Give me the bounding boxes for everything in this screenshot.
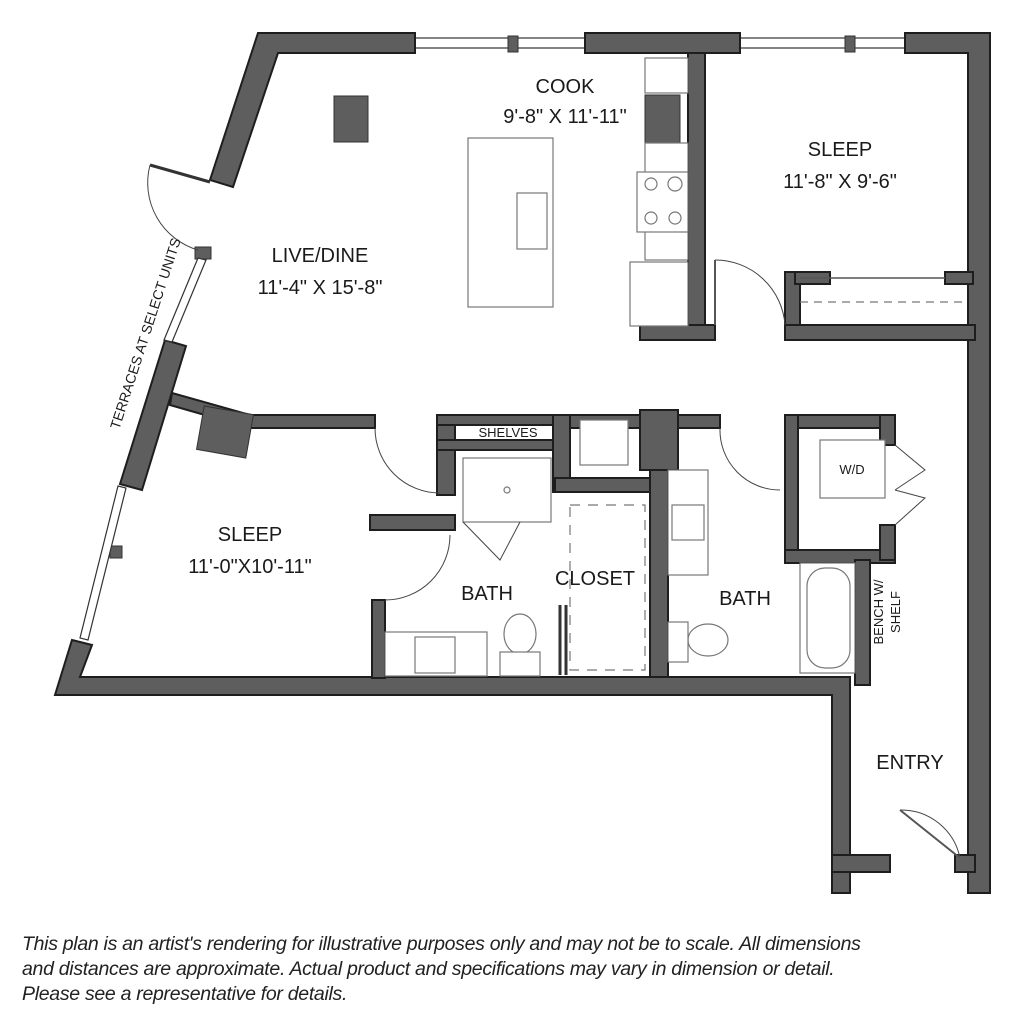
shower	[462, 457, 552, 523]
interior-walls	[168, 52, 976, 686]
washer-dryer	[819, 439, 886, 499]
bath-fixtures	[195, 405, 886, 677]
side-windows	[79, 257, 207, 641]
wd-label: W/D	[839, 462, 864, 477]
live-dine-dims: 11'-4" X 15'-8"	[258, 277, 383, 299]
island-sink	[516, 192, 548, 250]
cook-label: COOK	[536, 76, 596, 98]
bench-label-1: BENCH W/	[871, 579, 886, 644]
refrigerator	[629, 261, 689, 327]
kitchen-fixtures	[333, 57, 689, 327]
disclaimer-line: Please see a representative for details.	[22, 983, 348, 1005]
sleep-1-dims: 11'-8" X 9'-6"	[783, 171, 897, 193]
exterior-walls	[53, 32, 991, 894]
bench-label-2: SHELF	[888, 591, 903, 633]
bath-2-label: BATH	[719, 588, 771, 610]
disclaimer-line: and distances are approximate. Actual pr…	[22, 958, 835, 980]
live-dine-label: LIVE/DINE	[272, 245, 369, 267]
toilet	[503, 613, 537, 655]
terrace-door	[147, 163, 211, 251]
floor-plan: COOK 9'-8" X 11'-11" LIVE/DINE 11'-4" X …	[53, 32, 991, 894]
disclaimer: This plan is an artist's rendering for i…	[22, 932, 1012, 1007]
sleep-2-label: SLEEP	[218, 524, 282, 546]
cook-dims: 9'-8" X 11'-11"	[503, 106, 626, 128]
sleep-2-dims: 11'-0"X10'-11"	[188, 556, 311, 578]
disclaimer-line: This plan is an artist's rendering for i…	[22, 933, 861, 955]
room-labels: COOK 9'-8" X 11'-11" LIVE/DINE 11'-4" X …	[107, 76, 944, 774]
shelves-label: SHELVES	[478, 425, 537, 440]
bath-1-label: BATH	[461, 583, 513, 605]
entry-label: ENTRY	[876, 752, 943, 774]
closet-label: CLOSET	[555, 568, 635, 590]
sleep-1-label: SLEEP	[808, 139, 872, 161]
doors	[374, 259, 968, 859]
